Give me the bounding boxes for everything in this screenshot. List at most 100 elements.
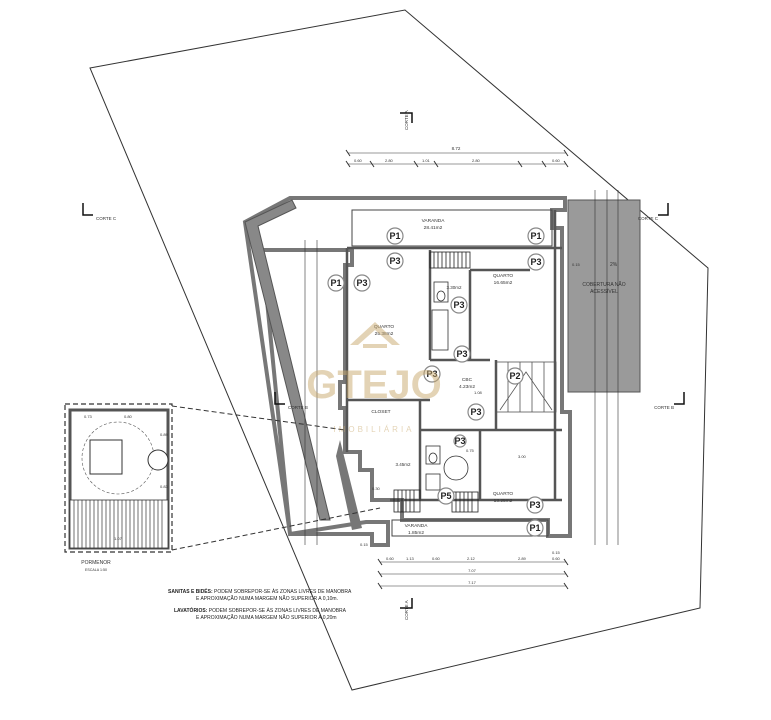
interior-walls: [345, 210, 562, 502]
tag-p3: P3: [423, 365, 441, 383]
note-1-text: PODEM SOBREPOR-SE ÀS ZONAS LIVRES DE MAN…: [212, 589, 352, 595]
detail-callout: 0.73 0.80 0.89 0.83 1.07 PORMENOR ESCALA…: [64, 403, 381, 572]
section-labels: CORTE C CORTE C CORTE B CORTE B CORTE A …: [96, 110, 674, 620]
dim-misc: 0.15: [360, 542, 369, 547]
corte-b-right: CORTE B: [654, 405, 674, 410]
slanted-wall-lower: [336, 440, 362, 530]
svg-text:P5: P5: [440, 491, 451, 501]
dim-bottom-a: 2.89: [518, 556, 527, 561]
varanda-top-frame: [351, 209, 553, 247]
room-quarto-bottom-area: 13.25m2: [494, 498, 513, 504]
corte-c-right: CORTE C: [638, 216, 659, 221]
detail-dim: 0.83: [160, 484, 169, 489]
tag-p3: P3: [467, 403, 485, 421]
slanted-wall: [244, 199, 331, 521]
room-varanda-top-area: 28.41m2: [424, 225, 443, 231]
slope-label: 2%: [610, 262, 618, 268]
detail-dim: 0.80: [124, 414, 133, 419]
svg-text:P3: P3: [454, 436, 465, 446]
tag-p3: P3: [527, 253, 545, 271]
dim-bottom-a: 0.60: [552, 556, 561, 561]
dim-top-total: 8.72: [452, 146, 461, 151]
detail-dim: 0.73: [84, 414, 93, 419]
svg-text:P1: P1: [529, 523, 540, 533]
tag-p3-small: P3: [453, 434, 467, 448]
tag-p3: P3: [450, 296, 468, 314]
dim-bottom-a: 0.60: [386, 556, 395, 561]
tag-p1: P1: [526, 519, 544, 537]
dim-misc: 0.75: [466, 448, 475, 453]
watermark-brand: GTEJO: [306, 363, 442, 407]
dim-misc: 3.00: [518, 454, 527, 459]
varanda-bottom-frame: [391, 519, 549, 537]
tag-p3: P3: [526, 496, 544, 514]
dim-misc: 0.30: [372, 486, 381, 491]
watermark-sub: IMOBILIÁRIA: [333, 425, 414, 434]
room-cbc-area: 4.23m2: [459, 384, 475, 390]
dim-bottom-b: 7.07: [468, 568, 477, 573]
building-outer-wall: [242, 196, 572, 547]
detail-title: PORMENOR: [81, 560, 111, 566]
dim-top-part: 1.01: [422, 158, 431, 163]
svg-text:P3: P3: [453, 300, 464, 310]
room-quarto-right-area: 16.65m2: [494, 280, 513, 286]
svg-text:P3: P3: [456, 349, 467, 359]
svg-text:P3: P3: [529, 500, 540, 510]
svg-text:P1: P1: [530, 231, 541, 241]
watermark-logo: GTEJO IMOBILIÁRIA: [306, 322, 442, 434]
dimension-values: 8.72 0.60 2.80 1.01 2.80 0.60 0.60 1.13 …: [354, 146, 581, 585]
room-cbc: CBC: [462, 377, 473, 383]
dim-bottom-c: 7.17: [468, 580, 477, 585]
note-2-cont: E APROXIMAÇÃO NUMA MARGEM NÃO SUPERIOR A…: [196, 615, 337, 621]
notes-block: SANITAS E BIDÉS: PODEM SOBREPOR-SE ÀS ZO…: [168, 589, 351, 622]
tag-p1: P1: [386, 227, 404, 245]
room-varanda-bottom: VARANDA: [405, 523, 429, 529]
svg-text:P3: P3: [389, 256, 400, 266]
corte-a-top: CORTE A: [404, 110, 409, 130]
dim-top-part: 0.60: [552, 158, 561, 163]
note-2: LAVATÓRIOS: PODEM SOBREPOR-SE ÀS ZONAS L…: [168, 608, 346, 615]
dim-misc: 1.08: [474, 390, 483, 395]
tag-p3: P3: [453, 345, 471, 363]
tag-p5: P5: [437, 487, 455, 505]
svg-text:P1: P1: [389, 231, 400, 241]
tag-p2: P2: [506, 367, 524, 385]
detail-scale: ESCALA 1:50: [85, 568, 107, 572]
plot-boundary: [89, 9, 709, 691]
note-2-text: PODEM SOBREPOR-SE ÀS ZONAS LIVRES DE MAN…: [207, 608, 346, 614]
room-quarto-right: QUARTO: [493, 273, 514, 279]
bathroom-fixtures: [425, 281, 469, 491]
tag-p1: P1: [327, 274, 345, 292]
svg-text:P2: P2: [509, 371, 520, 381]
svg-text:P3: P3: [426, 369, 437, 379]
dim-top-part: 2.80: [472, 158, 481, 163]
dim-bottom-a: 2.12: [467, 556, 476, 561]
svg-text:P1: P1: [330, 278, 341, 288]
svg-text:P3: P3: [356, 278, 367, 288]
roof-label-2: ACESSÍVEL: [590, 288, 618, 295]
roof-label: COBERTURA NÃO: [582, 281, 625, 288]
dim-top-part: 2.80: [385, 158, 394, 163]
room-closet: CLOSET: [371, 409, 390, 415]
room-quarto-left: QUARTO: [374, 324, 395, 330]
note-1: SANITAS E BIDÉS: PODEM SOBREPOR-SE ÀS ZO…: [168, 589, 351, 596]
room-varanda-bottom-area: 1.85m2: [408, 530, 424, 536]
svg-text:P3: P3: [470, 407, 481, 417]
note-2-label: LAVATÓRIOS:: [174, 608, 208, 614]
tag-group: P1 P3 P1 P3 P1 P3 P3 P3 P2 P3 P3 P5 P3 P…: [327, 227, 545, 537]
dim-misc: 0.15: [552, 550, 561, 555]
room-quarto-bottom: QUARTO: [493, 491, 514, 497]
dim-misc: 0.15: [572, 262, 581, 267]
tag-p1: P1: [527, 227, 545, 245]
note-1-cont: E APROXIMAÇÃO NUMA MARGEM NÃO SUPERIOR A…: [196, 596, 338, 602]
room-wc-bottom-area: 3.45m2: [395, 462, 411, 467]
corte-a-bottom: CORTE A: [404, 600, 409, 620]
corte-b-left: CORTE B: [288, 405, 308, 410]
tag-p3: P3: [353, 274, 371, 292]
dim-bottom-a: 0.60: [432, 556, 441, 561]
section-markers: [82, 112, 685, 609]
note-1-label: SANITAS E BIDÉS:: [168, 589, 213, 595]
roof-area: [567, 199, 641, 393]
room-varanda-top: VARANDA: [422, 218, 446, 224]
